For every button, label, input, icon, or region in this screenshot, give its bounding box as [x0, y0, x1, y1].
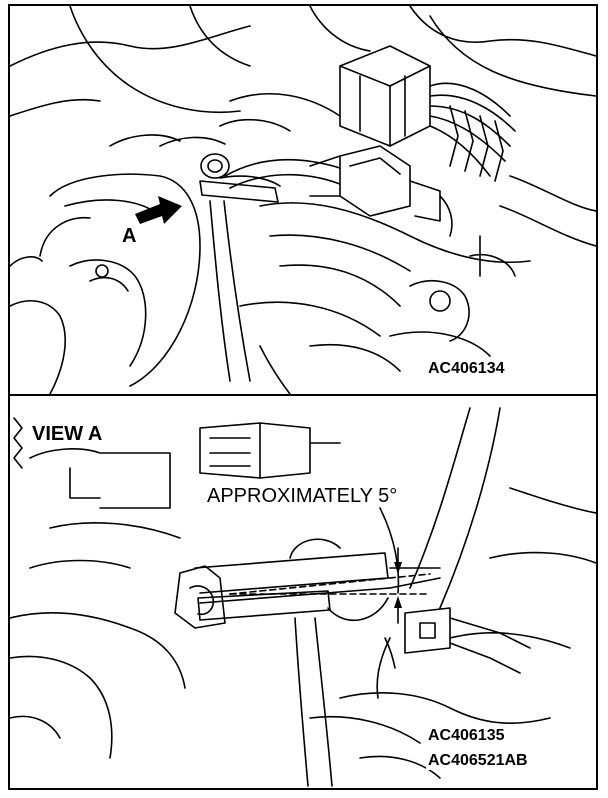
angle-arrow-bottom-icon [394, 596, 402, 608]
diagram-frame [8, 4, 598, 790]
arrow-label: A [122, 225, 137, 247]
top-figure-code: AC406134 [426, 360, 507, 378]
bottom-figure-code-1: AC406135 [426, 727, 507, 745]
view-arrow-icon [135, 196, 182, 224]
view-title: VIEW A [30, 423, 105, 445]
figure-divider [8, 394, 598, 396]
angle-annotation: APPROXIMATELY 5° [204, 485, 401, 507]
angle-arrow-top-icon [394, 562, 402, 574]
top-engine-illustration [10, 6, 596, 394]
view-a-illustration [10, 407, 596, 787]
bottom-figure-code-2: AC406521AB [426, 752, 530, 770]
